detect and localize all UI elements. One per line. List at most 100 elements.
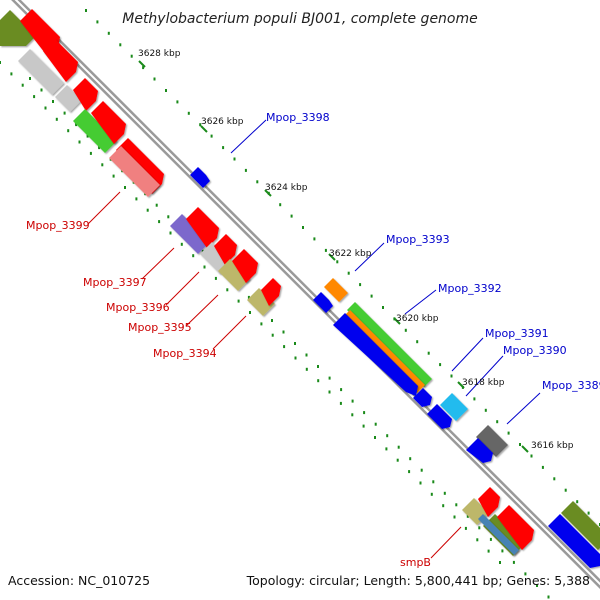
tick-dot — [305, 353, 308, 357]
tick-dot — [294, 356, 297, 360]
tick-dot — [404, 328, 407, 332]
gene-salmon-a[interactable] — [109, 146, 160, 197]
tick-dot — [324, 248, 327, 252]
tick-dot — [294, 342, 296, 345]
genome-backbone — [11, 0, 600, 589]
tick-dot — [455, 503, 458, 507]
gene-label-mpop-3391[interactable]: Mpop_3391 — [485, 327, 549, 340]
gene-blue-a[interactable] — [190, 167, 210, 188]
tick-dot — [256, 180, 259, 184]
tick-dot — [271, 333, 274, 337]
gene-label-mpop-3395[interactable]: Mpop_3395 — [128, 321, 192, 334]
gene-red-c1[interactable] — [478, 487, 500, 517]
tick-dot — [512, 560, 515, 564]
gene-green-a[interactable] — [73, 109, 117, 153]
gene-blue-e[interactable] — [548, 514, 600, 568]
tick-dot — [432, 480, 435, 484]
leader-mpop-3391 — [451, 337, 484, 372]
gene-gray-a[interactable] — [18, 49, 64, 95]
tick-dot — [29, 77, 31, 80]
gene-blue-d3[interactable] — [413, 388, 432, 407]
tick-dot — [199, 123, 202, 127]
tick-dot — [370, 294, 373, 298]
gene-olive-e[interactable] — [561, 501, 600, 550]
tick-dot — [33, 95, 36, 99]
gene-red-b4[interactable] — [261, 278, 281, 306]
tick-dot — [67, 129, 70, 133]
gene-red-a4[interactable] — [91, 101, 126, 144]
gene-red-a3[interactable] — [73, 78, 98, 111]
tick-dot — [55, 117, 58, 121]
tick-dot — [487, 549, 490, 553]
accession-text: Accession: NC_010725 — [8, 573, 150, 588]
tick-dot — [180, 242, 183, 246]
tick-label-3620: 3620 kbp — [396, 314, 439, 324]
leader-mpop-3389 — [506, 392, 541, 425]
gene-purple-b[interactable] — [170, 214, 210, 254]
gene-red-b3[interactable] — [232, 249, 258, 283]
tick-dot — [40, 88, 43, 92]
tick-dot — [443, 491, 446, 495]
gene-red-b2[interactable] — [214, 234, 237, 265]
leader-mpop-3398 — [230, 119, 267, 154]
tick-dot — [408, 470, 411, 474]
gene-label-mpop-3393[interactable]: Mpop_3393 — [386, 233, 450, 246]
gene-label-mpop-3390[interactable]: Mpop_3390 — [503, 344, 567, 357]
tick-dot — [489, 537, 492, 541]
tick-dot — [98, 146, 101, 150]
tick-label-3624: 3624 kbp — [265, 183, 308, 193]
tick-dot — [478, 526, 481, 530]
gene-gray-a2[interactable] — [55, 85, 82, 112]
tick-dot — [176, 100, 179, 104]
tick-dot — [244, 168, 247, 172]
gene-red-b1[interactable] — [186, 207, 219, 248]
genes-inner-strand — [0, 9, 534, 556]
leader-mpop-3392 — [404, 289, 437, 315]
tick-dot — [155, 203, 158, 207]
gene-blue-d1[interactable] — [313, 292, 333, 313]
tick-dot — [290, 214, 293, 218]
gene-label-mpop-3389[interactable]: Mpop_3389 — [542, 379, 600, 392]
gene-label-mpop-3397[interactable]: Mpop_3397 — [83, 276, 147, 289]
tick-dot — [420, 468, 423, 472]
gene-green-d[interactable] — [347, 302, 432, 387]
gene-khaki-b2[interactable] — [247, 288, 275, 316]
gene-sky-d[interactable] — [440, 393, 468, 421]
tick-dot — [146, 208, 149, 212]
genes-outer-strand — [313, 278, 600, 568]
gene-blue-d2[interactable] — [333, 313, 418, 396]
gene-label-mpop-3392[interactable]: Mpop_3392 — [438, 282, 502, 295]
tick-dot — [135, 197, 138, 201]
tick-dot — [283, 345, 286, 349]
tick-dot — [124, 186, 126, 189]
tick-dot — [416, 340, 419, 344]
tick-dot — [203, 265, 206, 269]
tick-dot — [541, 465, 544, 469]
gene-label-mpop-3398[interactable]: Mpop_3398 — [266, 111, 330, 124]
tick-dot — [473, 397, 476, 401]
tick-mark-3620 — [393, 317, 401, 325]
tick-dot — [187, 111, 190, 115]
gene-khaki-b1[interactable] — [218, 259, 250, 291]
gene-label-mpop-3396[interactable]: Mpop_3396 — [106, 301, 170, 314]
tick-dot — [279, 203, 282, 207]
gene-blue-d4[interactable] — [427, 404, 452, 429]
gene-red-a2[interactable] — [43, 39, 78, 82]
gene-steel-c[interactable] — [478, 514, 519, 555]
gene-red-c2[interactable] — [497, 505, 534, 550]
tick-dot — [302, 226, 304, 229]
tick-dot — [158, 220, 161, 224]
tick-dot — [362, 424, 365, 428]
tick-dot — [519, 443, 521, 446]
tick-dot — [501, 549, 504, 553]
gene-orange-d[interactable] — [324, 278, 348, 302]
gene-blue-d5[interactable] — [466, 438, 493, 463]
gene-label-smpb[interactable]: smpB — [400, 556, 431, 569]
gene-label-mpop-3399[interactable]: Mpop_3399 — [26, 219, 90, 232]
leader-mpop-3393 — [354, 242, 385, 272]
tick-dot — [524, 572, 527, 576]
gene-darkgray-d[interactable] — [476, 425, 508, 457]
gene-olive-a[interactable] — [0, 10, 36, 46]
gene-label-mpop-3394[interactable]: Mpop_3394 — [153, 347, 217, 360]
